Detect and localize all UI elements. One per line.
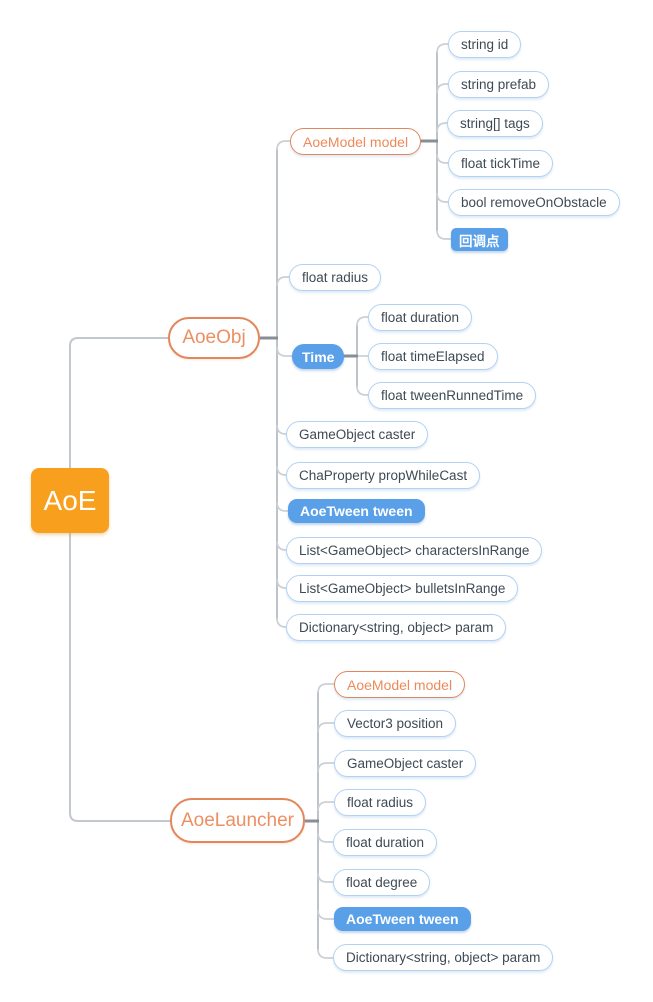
node-float-duration[interactable]: float duration	[368, 304, 473, 331]
node-aoeobj[interactable]: AoeObj	[168, 317, 260, 359]
node-float-radius[interactable]: float radius	[289, 264, 382, 291]
node-launcher-aoetween-tween[interactable]: AoeTween tween	[334, 907, 471, 931]
node-time[interactable]: Time	[292, 344, 345, 369]
node-float-ticktime[interactable]: float tickTime	[448, 150, 554, 177]
node-launcher-dictionary-param[interactable]: Dictionary<string, object> param	[333, 944, 554, 971]
node-float-timeelapsed[interactable]: float timeElapsed	[368, 343, 498, 370]
node-launcher-float-radius[interactable]: float radius	[334, 789, 427, 816]
node-callback-point[interactable]: 回调点	[451, 228, 508, 251]
node-gameobject-caster[interactable]: GameObject caster	[286, 421, 429, 448]
node-vector3-position[interactable]: Vector3 position	[334, 710, 457, 737]
node-string-prefab[interactable]: string prefab	[448, 71, 550, 98]
node-launcher-aoemodel-model[interactable]: AoeModel model	[334, 671, 466, 698]
node-chaproperty-propwhilecast[interactable]: ChaProperty propWhileCast	[286, 462, 481, 489]
node-bool-removeonobstacle[interactable]: bool removeOnObstacle	[448, 189, 620, 216]
node-list-charactersinrange[interactable]: List<GameObject> charactersInRange	[286, 537, 543, 564]
node-float-degree[interactable]: float degree	[333, 869, 431, 896]
node-aoe-root[interactable]: AoE	[31, 468, 109, 533]
node-aoelauncher[interactable]: AoeLauncher	[170, 798, 305, 843]
node-string-id[interactable]: string id	[448, 31, 522, 58]
node-launcher-gameobject-caster[interactable]: GameObject caster	[334, 750, 477, 777]
node-list-bulletsinrange[interactable]: List<GameObject> bulletsInRange	[286, 575, 519, 602]
node-launcher-float-duration[interactable]: float duration	[333, 829, 438, 856]
node-dictionary-param[interactable]: Dictionary<string, object> param	[286, 614, 507, 641]
node-aoetween-tween[interactable]: AoeTween tween	[288, 499, 425, 523]
node-float-tweenrunnedtime[interactable]: float tweenRunnedTime	[368, 382, 537, 409]
node-aoemodel-model[interactable]: AoeModel model	[290, 128, 422, 155]
node-string-tags[interactable]: string[] tags	[447, 110, 543, 137]
